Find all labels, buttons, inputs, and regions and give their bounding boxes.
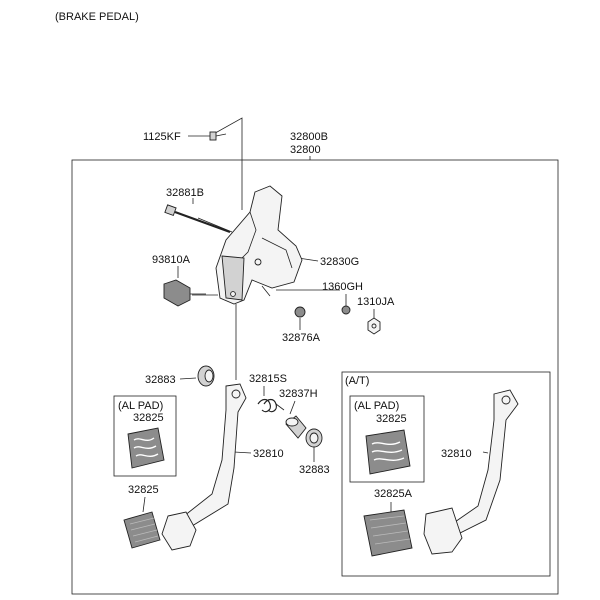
label-32830g: 32830G [320,256,359,268]
label-32876a: 32876A [282,332,321,344]
leader-lines [142,117,489,513]
label-al-pad-left: (AL PAD) [118,400,163,412]
label-32883-top: 32883 [145,374,176,386]
nut-1310ja [367,317,381,335]
sleeve-32837h [285,415,307,439]
label-al-pad-right: (AL PAD) [354,400,399,412]
label-32800: 32800 [290,144,321,156]
label-32810-left: 32810 [253,448,284,460]
label-32825a: 32825A [374,488,413,500]
bolt-32881b [164,204,231,234]
at-frame [341,371,551,577]
spring-32815s [257,398,285,413]
label-32815s: 32815S [249,373,287,385]
brake-pedal-arm-left [161,383,247,551]
bushing-32883-top [197,365,215,387]
bushing-32883-bottom [305,428,323,448]
pedal-pad-32825a [363,509,413,557]
label-32825-left: 32825 [133,412,164,424]
al-pad-box-right [349,395,425,483]
label-32881b: 32881B [166,187,204,199]
bushing-32876a [294,306,306,318]
diagram-title: (BRAKE PEDAL) [55,11,139,23]
label-at: (A/T) [345,375,369,387]
label-1310ja: 1310JA [357,296,395,308]
label-32837h: 32837H [279,388,318,400]
label-1360gh: 1360GH [322,281,363,293]
switch-93810a [163,279,206,307]
label-93810a: 93810A [152,254,191,266]
pedal-bracket-32800 [215,185,303,305]
al-pad-right [365,429,411,475]
brake-pedal-arm-right [423,389,519,555]
label-32883-bottom: 32883 [299,464,330,476]
al-pad-box-left [113,395,177,477]
nut-1360gh [341,305,351,315]
pedal-pad-loose [123,511,161,549]
label-32825-right: 32825 [376,413,407,425]
bolt-1125kf [209,131,227,141]
assembly-frame [71,159,559,595]
label-32825-loose: 32825 [128,484,159,496]
al-pad-left [127,427,165,469]
label-32810-right: 32810 [441,448,472,460]
label-32800b: 32800B [290,131,328,143]
label-1125kf: 1125KF [143,131,181,143]
